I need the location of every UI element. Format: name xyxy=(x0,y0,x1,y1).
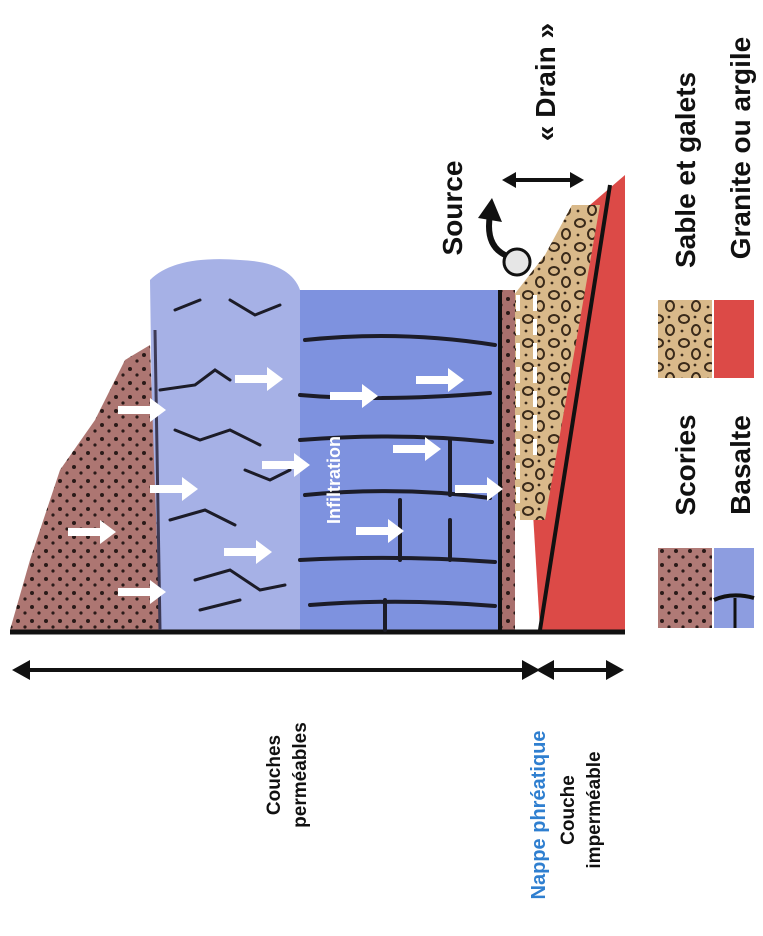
legend-label-sable: Sable et galets xyxy=(670,72,701,268)
legend-swatch-granite xyxy=(714,300,754,378)
legend-label-basalte: Basalte xyxy=(725,415,756,515)
basalt-upper xyxy=(150,259,300,630)
cross-section: Infiltration Source « Drain » xyxy=(10,23,625,632)
permeable-layers-label-1: Couches xyxy=(264,735,285,815)
legend-label-scories: Scories xyxy=(670,414,701,515)
drain-width-arrow xyxy=(502,172,584,188)
impermeable-layer-label-1: Couche xyxy=(558,775,579,845)
infiltration-label: Infiltration xyxy=(324,436,344,524)
impermeable-layer-label-2: imperméable xyxy=(584,751,605,868)
spring-point xyxy=(504,249,530,275)
drain-label: « Drain » xyxy=(530,23,561,141)
layer-dimension-arrows xyxy=(12,660,624,680)
legend-label-granite: Granite ou argile xyxy=(725,37,756,260)
permeable-layers-label-2: perméables xyxy=(290,722,311,828)
source-label: Source xyxy=(437,161,468,256)
water-table-label: Nappe phréatique xyxy=(528,731,550,900)
legend: Scories Basalte Sable et galets Granite … xyxy=(658,37,756,628)
